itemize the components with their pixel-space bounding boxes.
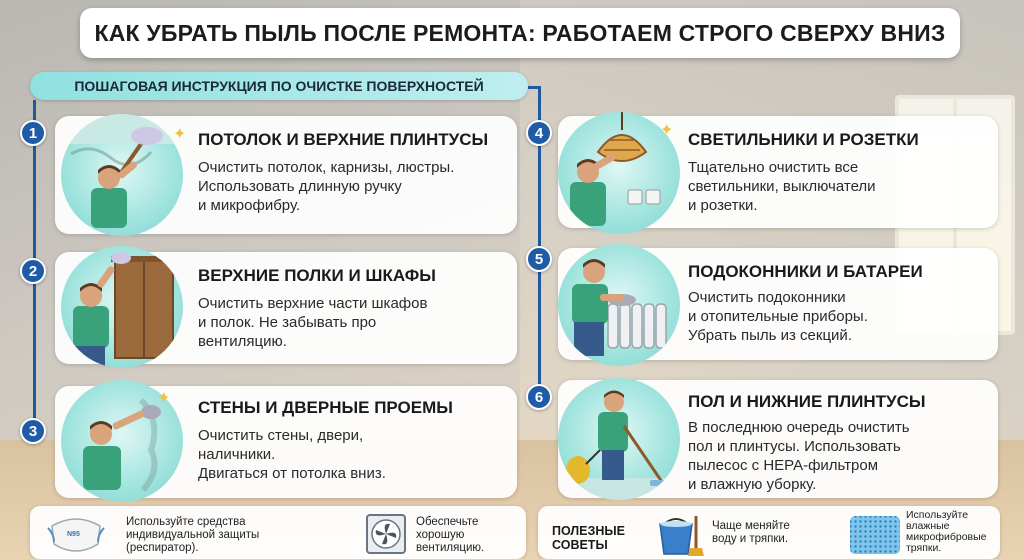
useful-tips-heading: ПОЛЕЗНЫЕ СОВЕТЫ [552,524,625,552]
cabinet-cleaning-illustration [61,246,183,368]
step-card-4: ✦ СВЕТИЛЬНИКИ И РОЗЕТКИ Тщательно очисти… [558,112,998,234]
step-number-badge: 1 [20,120,46,146]
step-text-5: Очистить подоконники и отопительные приб… [688,289,868,344]
wall-cleaning-illustration [61,380,183,502]
subtitle-pill: ПОШАГОВАЯ ИНСТРУКЦИЯ ПО ОЧИСТКЕ ПОВЕРХНО… [30,72,528,100]
respirator-icon: N95 [46,514,106,554]
step-card-5: ПОДОКОННИКИ И БАТАРЕИ Очистить подоконни… [558,244,998,366]
step-number-badge: 5 [526,246,552,272]
useful-tips-box: ПОЛЕЗНЫЕ СОВЕТЫ Чаще меняйте воду и тряп… [538,506,1000,559]
page-title: КАК УБРАТЬ ПЫЛЬ ПОСЛЕ РЕМОНТА: РАБОТАЕМ … [94,19,946,46]
bottom-protection-box: N95 Используйте средства индивидуальной … [30,506,526,559]
step-title-4: СВЕТИЛЬНИКИ И РОЗЕТКИ [688,130,919,149]
step-text-4: Тщательно очистить все светильники, выкл… [688,159,876,214]
timeline-connector [528,86,540,89]
bucket-icon [656,512,706,556]
step-text-3: Очистить стены, двери, наличники. Двигат… [198,427,386,482]
lamp-cleaning-illustration [558,112,680,234]
step-card-6: ПОЛ И НИЖНИЕ ПЛИНТУСЫ В последнюю очеред… [558,378,998,500]
step-title-5: ПОДОКОННИКИ И БАТАРЕИ [688,262,923,281]
sparkle-icon: ✦ [660,122,674,139]
ceiling-cleaning-illustration [61,114,183,236]
sparkle-icon: ✦ [173,126,187,143]
step-title-3: СТЕНЫ И ДВЕРНЫЕ ПРОЕМЫ [198,398,453,417]
ventilation-tip: Обеспечьте хорошую вентиляцию. [416,516,485,554]
step-number-badge: 2 [20,258,46,284]
step-card-3: ✦ СТЕНЫ И ДВЕРНЫЕ ПРОЕМЫ Очистить стены,… [55,380,517,502]
step-text-1: Очистить потолок, карнизы, люстры. Испол… [198,159,455,214]
step-card-2: ВЕРХНИЕ ПОЛКИ И ШКАФЫ Очистить верхние ч… [55,246,517,368]
sparkle-icon: ✦ [157,390,171,407]
subtitle: ПОШАГОВАЯ ИНСТРУКЦИЯ ПО ОЧИСТКЕ ПОВЕРХНО… [74,78,484,94]
radiator-cleaning-illustration [558,244,680,366]
step-title-6: ПОЛ И НИЖНИЕ ПЛИНТУСЫ [688,392,926,411]
step-text-2: Очистить верхние части шкафов и полок. Н… [198,295,428,350]
floor-cleaning-illustration [558,378,680,500]
fan-icon [366,514,406,554]
microfiber-cloth-icon [848,514,902,556]
step-title-1: ПОТОЛОК И ВЕРХНИЕ ПЛИНТУСЫ [198,130,489,149]
step-card-1: ✦ ПОТОЛОК И ВЕРХНИЕ ПЛИНТУСЫ Очистить по… [55,114,517,236]
step-text-6: В последнюю очередь очистить пол и плинт… [688,419,910,493]
cloth-tip: Используйте влажные микрофибровые тряпки… [906,509,987,554]
step-number-badge: 4 [526,120,552,146]
respirator-tip: Используйте средства индивидуальной защи… [126,516,260,554]
step-number-badge: 6 [526,384,552,410]
title-banner: КАК УБРАТЬ ПЫЛЬ ПОСЛЕ РЕМОНТА: РАБОТАЕМ … [80,8,960,58]
water-tip: Чаще меняйте воду и тряпки. [712,520,790,545]
step-title-2: ВЕРХНИЕ ПОЛКИ И ШКАФЫ [198,266,436,285]
step-number-badge: 3 [20,418,46,444]
